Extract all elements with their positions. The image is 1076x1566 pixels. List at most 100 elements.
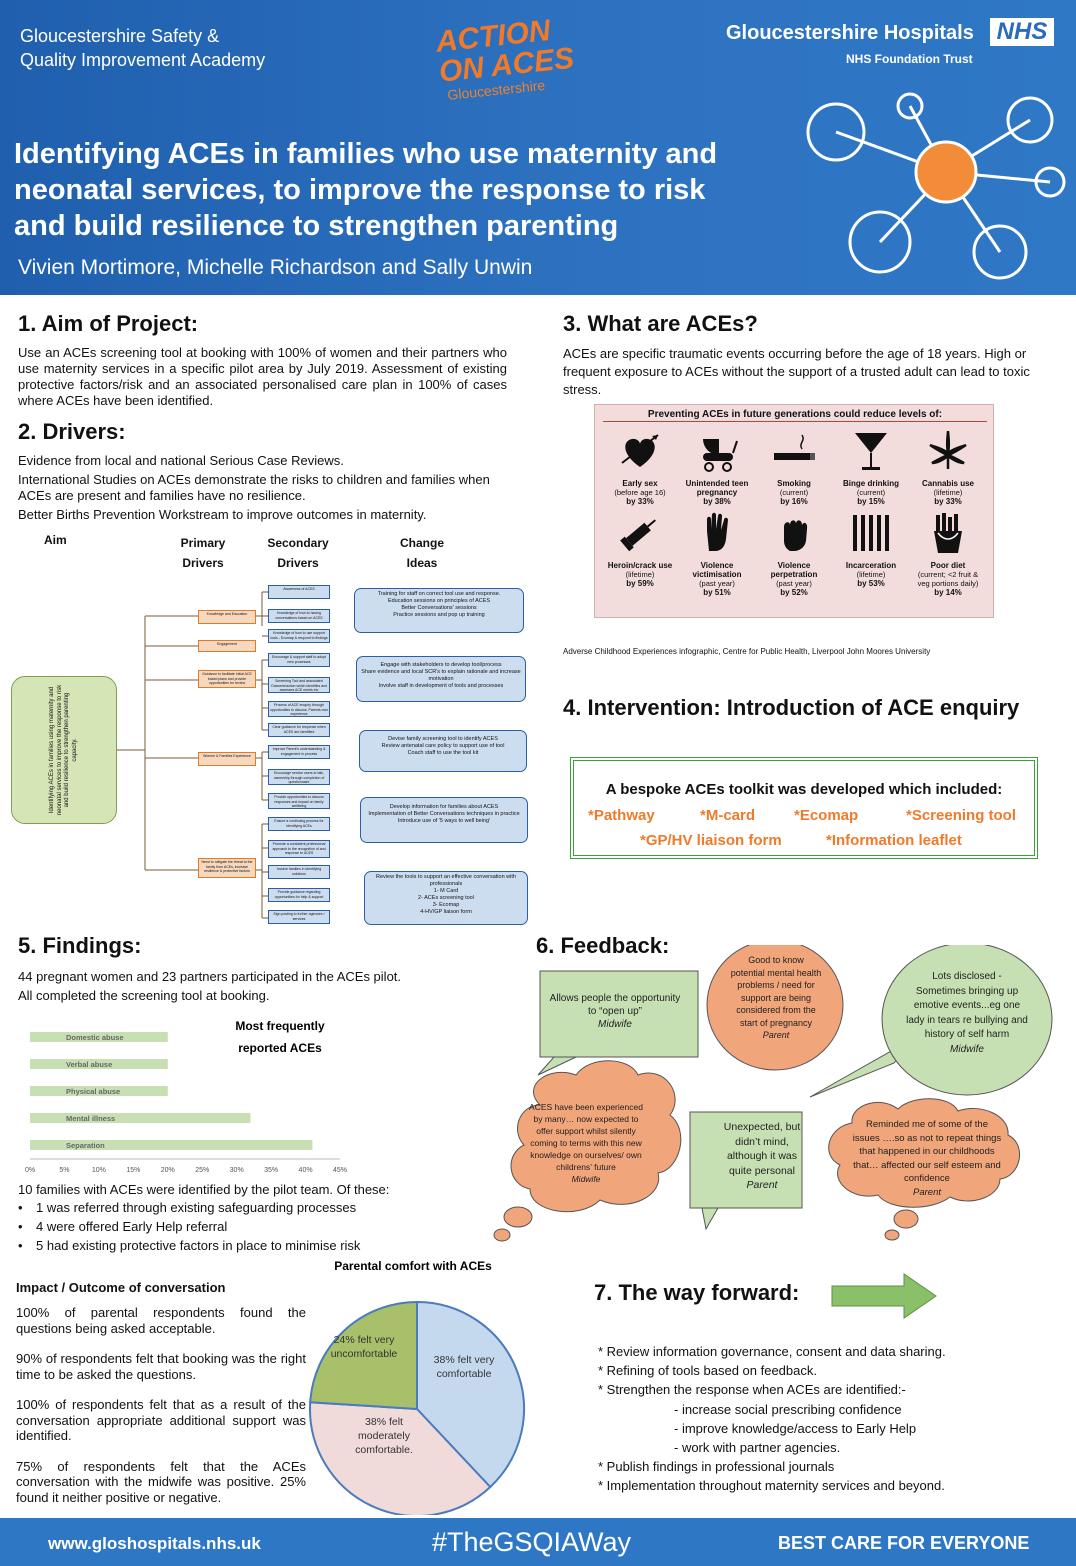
poster-footer: www.gloshospitals.nhs.uk #TheGSQIAWay BE…: [0, 1518, 1076, 1566]
change-idea-box-1: Training for staff on correct tool use a…: [354, 588, 524, 633]
infographic-credit: Adverse Childhood Experiences infographi…: [563, 647, 931, 656]
secondary-driver: Provide opportunities to discuss respons…: [268, 793, 330, 809]
x-tick-label: 5%: [59, 1167, 69, 1174]
bar-label: Physical abuse: [66, 1087, 120, 1096]
toolkit-heading: A bespoke ACEs toolkit was developed whi…: [605, 781, 1003, 798]
change-idea: Introduce use of '5 ways to well being': [397, 818, 491, 824]
feedback-quote: Lots disclosed - Sometimes bringing up e…: [906, 971, 1028, 1040]
academy-line-1: Gloucestershire Safety &: [20, 26, 220, 46]
ace-outcome-reduction: by 15%: [857, 497, 885, 506]
bar: [30, 1113, 251, 1123]
ace-outcome-item: Incarceration(lifetime)by 53%: [836, 511, 906, 588]
way-forward-item: - increase social prescribing confidence: [674, 1401, 902, 1417]
aim-box-text: Identifying ACEs in families using mater…: [49, 684, 78, 816]
way-forward-item: - work with partner agencies.: [674, 1440, 841, 1456]
feedback-3: Lots disclosed - Sometimes bringing up e…: [906, 970, 1028, 1057]
change-idea: Implementation of Better Conversations t…: [368, 811, 520, 817]
ace-outcome-name: Cannabis use: [921, 479, 974, 488]
bar: [30, 1059, 168, 1069]
feedback-author: Parent: [913, 1186, 941, 1198]
feedback-quote: Allows people the opportunity to “open u…: [549, 993, 681, 1017]
change-idea-box-5: Review the tools to support an effective…: [364, 871, 528, 925]
drivers-text: Evidence from local and national Serious…: [18, 453, 510, 523]
feedback-author: Midwife: [571, 1174, 601, 1184]
footer-url[interactable]: www.gloshospitals.nhs.uk: [48, 1534, 261, 1553]
network-hub: [914, 140, 978, 204]
feedback-title: 6. Feedback:: [536, 933, 670, 958]
ace-outcome-name: Early sex: [622, 479, 658, 488]
change-idea: Engage with stakeholders to develop tool…: [380, 662, 502, 668]
trust-subtitle: NHS Foundation Trust: [846, 52, 973, 66]
network-node: [1006, 96, 1054, 144]
network-node: [848, 210, 912, 274]
feedback-quote: ACES have been experienced by many… now …: [529, 1102, 643, 1172]
x-tick-label: 15%: [126, 1167, 140, 1174]
primary-driver: Women & Families Experience: [198, 752, 256, 766]
change-idea-box-2: Engage with stakeholders to develop tool…: [356, 656, 526, 702]
change-idea: 2- ACEs screening tool: [418, 895, 474, 901]
cannabis-leaf-icon: [929, 430, 967, 469]
x-tick-label: 30%: [230, 1167, 244, 1174]
network-node: [1034, 166, 1066, 198]
ace-outcome-reduction: by 16%: [780, 497, 808, 506]
feedback-6: Reminded me of some of the issues ….so a…: [852, 1118, 1002, 1199]
pie-slice: [309, 1300, 418, 1411]
change-idea-box-3: Devise family screening tool to identify…: [359, 730, 527, 772]
change-idea: Better Conversations' sessions: [401, 605, 477, 611]
what-text: ACEs are specific traumatic events occur…: [563, 346, 1030, 397]
ace-outcome-qualifier: (before age 16): [614, 488, 666, 497]
secondary-driver: Promote a consistent professional approa…: [268, 840, 330, 858]
syringe-icon: [620, 519, 656, 552]
way-forward-title: 7. The way forward:: [594, 1280, 800, 1305]
thought-cloud-1: [493, 1060, 682, 1242]
ace-outcome-reduction: by 33%: [626, 497, 654, 506]
academy-line-2: Quality Improvement Academy: [20, 50, 266, 70]
ace-outcome-qualifier: (lifetime): [856, 570, 886, 579]
secondary-driver: Improve Parent's understanding & engagem…: [268, 745, 330, 759]
bar: [30, 1032, 168, 1042]
pie-chart-title: Parental comfort with ACEs: [334, 1259, 492, 1273]
col-change: Change Ideas: [395, 533, 449, 573]
change-idea: 3- Ecomap: [432, 902, 460, 908]
ace-outcome-name: Heroin/crack use: [607, 561, 673, 570]
drivers-title: 2. Drivers:: [18, 419, 126, 444]
families-bullet: 1 was referred through existing safeguar…: [18, 1198, 438, 1217]
toolkit-item: *Pathway: [588, 807, 655, 824]
way-forward-item: * Review information governance, consent…: [598, 1344, 946, 1359]
secondary-driver: Knowledge of how to having conversations…: [268, 609, 330, 623]
col-primary-1: Primary: [180, 536, 226, 550]
ace-outcome-reduction: by 52%: [780, 588, 808, 597]
primary-driver: Need to mitigate the threat to the famil…: [198, 858, 256, 878]
bar-label: Mental illness: [66, 1114, 115, 1123]
ace-outcome-item: Early sex(before age 16)by 33%: [605, 429, 675, 506]
bar: [30, 1086, 168, 1096]
ace-outcome-reduction: by 51%: [703, 588, 731, 597]
feedback-quote: Good to know potential mental health pro…: [730, 955, 822, 1028]
trust-name: Gloucestershire Hospitals: [726, 22, 974, 44]
change-idea: Education sessions on principles of ACES: [387, 598, 491, 604]
ace-outcome-name: Violence victimisation: [692, 561, 742, 579]
authors: Vivien Mortimore, Michelle Richardson an…: [18, 256, 533, 279]
ace-outcome-reduction: by 53%: [857, 579, 885, 588]
secondary-driver: Ensure a continuing process for identify…: [268, 817, 330, 831]
col-aim: Aim: [44, 533, 67, 547]
ace-outcome-item: Binge drinking(current)by 15%: [836, 429, 906, 506]
primary-driver: Knowledge and Education: [198, 610, 256, 624]
footer-hashtag: #TheGSQIAWay: [432, 1527, 632, 1557]
aces-infographic: Preventing ACEs in future generations co…: [594, 404, 994, 618]
impact-title: Impact / Outcome of conversation: [16, 1280, 226, 1295]
families-bullet: 5 had existing protective factors in pla…: [18, 1236, 438, 1255]
ace-outcome-name: Poor diet: [930, 561, 966, 570]
x-tick-label: 10%: [92, 1167, 106, 1174]
aim-text: Use an ACEs screening tool at booking wi…: [18, 345, 507, 408]
col-secondary-1: Secondary: [267, 536, 329, 550]
bar-label: Verbal abuse: [66, 1060, 112, 1069]
bar: [30, 1140, 313, 1150]
ace-outcome-name: Smoking: [777, 479, 811, 488]
prison-bars-icon: [853, 515, 889, 551]
footer-slogan: BEST CARE FOR EVERYONE: [778, 1533, 1030, 1553]
families-bullet: 4 were offered Early Help referral: [18, 1217, 438, 1236]
